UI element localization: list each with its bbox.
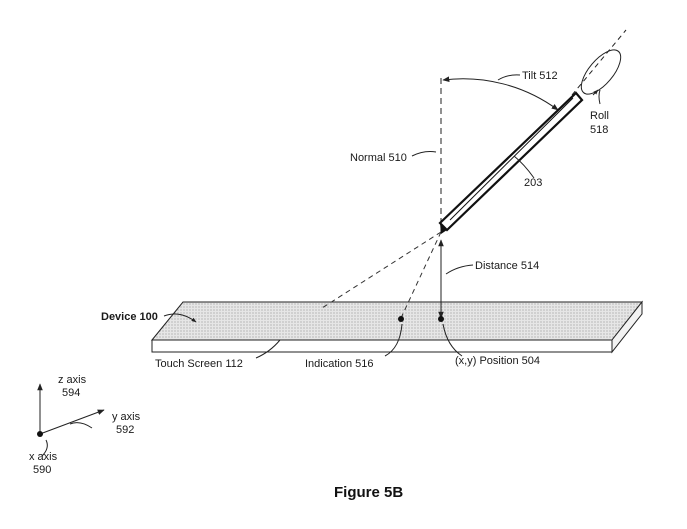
normal-leader xyxy=(411,151,437,157)
projection-line-left xyxy=(321,231,442,309)
touch-screen-surface xyxy=(150,301,644,341)
figure-caption: Figure 5B xyxy=(334,484,403,501)
device-front-face xyxy=(151,339,613,353)
device-slab xyxy=(150,300,644,354)
device-side-face xyxy=(611,300,643,354)
position-label: (x,y) Position 504 xyxy=(455,355,540,367)
roll-axis-line xyxy=(571,29,627,96)
y-axis-arrow xyxy=(39,409,105,435)
stylus xyxy=(438,91,584,234)
normal-label: Normal 510 xyxy=(350,152,407,164)
y-axis-leader xyxy=(69,422,93,429)
roll-number: 518 xyxy=(590,124,608,136)
device-label: Device 100 xyxy=(101,311,158,323)
roll-ellipse xyxy=(580,49,622,95)
z-axis-label: z axis xyxy=(58,374,87,386)
device-leader xyxy=(163,313,197,323)
distance-leader xyxy=(445,264,474,275)
touch-screen-label: Touch Screen 112 xyxy=(155,358,243,370)
indication-point xyxy=(398,316,404,322)
axes-indicator xyxy=(37,383,105,457)
x-axis-leader xyxy=(41,439,48,457)
roll-arrow xyxy=(592,89,599,96)
x-axis-label: x axis xyxy=(29,451,58,463)
stylus-leader xyxy=(513,155,535,179)
indication-label: Indication 516 xyxy=(305,358,374,370)
roll-label: Roll xyxy=(590,110,609,122)
x-axis-number: 590 xyxy=(33,464,51,476)
tilt-leader xyxy=(497,74,521,81)
x-axis-origin xyxy=(37,431,43,437)
y-axis-label: y axis xyxy=(112,411,141,423)
position-leader xyxy=(442,323,463,357)
indication-leader xyxy=(384,323,403,357)
projection-line-mid xyxy=(400,231,442,319)
roll-leader xyxy=(598,89,601,105)
touch-screen-leader xyxy=(255,339,281,359)
z-axis-number: 594 xyxy=(62,387,80,399)
distance-label: Distance 514 xyxy=(475,260,539,272)
tilt-label: Tilt 512 xyxy=(522,70,558,82)
y-axis-number: 592 xyxy=(116,424,134,436)
position-point xyxy=(438,316,444,322)
tilt-arc xyxy=(442,76,559,111)
stylus-label: 203 xyxy=(524,177,542,189)
